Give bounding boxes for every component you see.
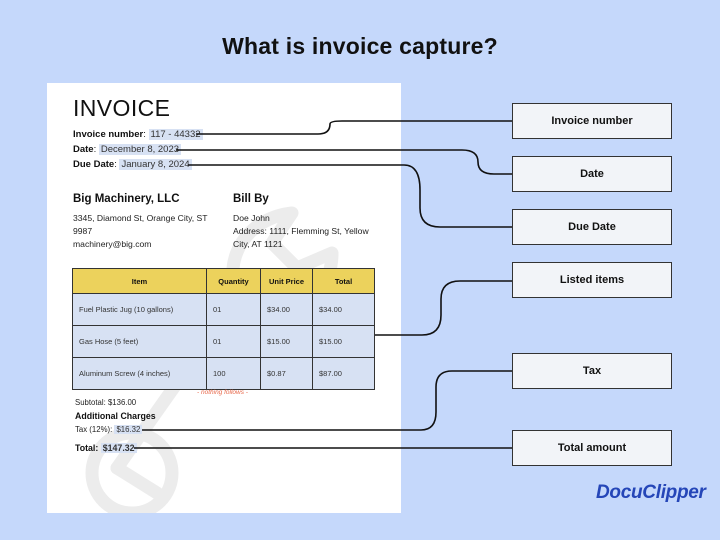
table-cell: $87.00 [312, 357, 375, 390]
docuclipper-logo: DocuClipper [596, 482, 706, 503]
callout-date: Date [512, 156, 672, 192]
seller-name: Big Machinery, LLC [73, 193, 180, 205]
due-date-row: Due Date: January 8, 2024 [73, 159, 192, 170]
seller-email: machinery@big.com [73, 239, 152, 249]
connector-invoice-number [196, 120, 512, 135]
table-cell: $15.00 [312, 325, 375, 358]
connector-tax [142, 370, 512, 431]
callout-total-amount: Total amount [512, 430, 672, 466]
tax-label: Tax (12%): [75, 425, 113, 434]
invoice-document: INVOICE Invoice number: 117 - 44332 Date… [47, 83, 401, 513]
callout-due-date: Due Date [512, 209, 672, 245]
table-header-row: Item Quantity Unit Price Total [72, 268, 375, 294]
tax-row: Tax (12%): $16.32 [75, 425, 143, 434]
due-date-label: Due Date [73, 159, 115, 170]
seller-address: 3345, Diamond St, Orange City, ST 9987 [73, 213, 208, 236]
table-cell: $34.00 [260, 293, 313, 326]
buyer-block: Bill By Doe John Address: 1111, Flemming… [233, 193, 383, 251]
total-label: Total: [75, 443, 99, 453]
subtotal-line: Subtotal: $136.00 [75, 398, 137, 407]
invoice-number-value: 117 - 44332 [148, 129, 203, 140]
invoice-heading: INVOICE [73, 95, 171, 121]
buyer-address: Address: 1111, Flemming St, Yellow City,… [233, 226, 369, 249]
buyer-name: Doe John [233, 213, 270, 223]
table-cell: 100 [206, 357, 261, 390]
total-row: Total: $147.32 [75, 443, 137, 453]
due-date-value: January 8, 2024 [119, 159, 192, 170]
tax-value: $16.32 [114, 425, 143, 434]
additional-charges-heading: Additional Charges [75, 411, 156, 421]
table-cell: $34.00 [312, 293, 375, 326]
date-label: Date [73, 144, 94, 155]
bill-by-heading: Bill By [233, 193, 269, 205]
nothing-follows-note: - nothing follows - [197, 389, 248, 396]
page-title: What is invoice capture? [222, 33, 498, 59]
line-items-table: Item Quantity Unit Price Total Fuel Plas… [72, 268, 375, 390]
connector-due-date [188, 164, 512, 228]
table-row: Fuel Plastic Jug (10 gallons) 01 $34.00 … [72, 293, 375, 326]
table-row: Aluminum Screw (4 inches) 100 $0.87 $87.… [72, 357, 375, 390]
connector-date [176, 149, 512, 175]
table-cell: Fuel Plastic Jug (10 gallons) [72, 293, 207, 326]
table-cell: Aluminum Screw (4 inches) [72, 357, 207, 390]
column-header: Quantity [206, 268, 261, 294]
invoice-number-row: Invoice number: 117 - 44332 [73, 129, 203, 140]
connector-listed-items [375, 280, 512, 336]
total-value: $147.32 [100, 443, 137, 453]
column-header: Total [312, 268, 375, 294]
table-cell: $0.87 [260, 357, 313, 390]
date-row: Date: December 8, 2023 [73, 144, 182, 155]
seller-block: Big Machinery, LLC 3345, Diamond St, Ora… [73, 193, 219, 251]
table-cell: $15.00 [260, 325, 313, 358]
callout-listed-items: Listed items [512, 262, 672, 298]
invoice-number-label: Invoice number [73, 129, 144, 140]
callout-tax: Tax [512, 353, 672, 389]
callout-invoice-number: Invoice number [512, 103, 672, 139]
column-header: Unit Price [260, 268, 313, 294]
date-value: December 8, 2023 [98, 144, 182, 155]
